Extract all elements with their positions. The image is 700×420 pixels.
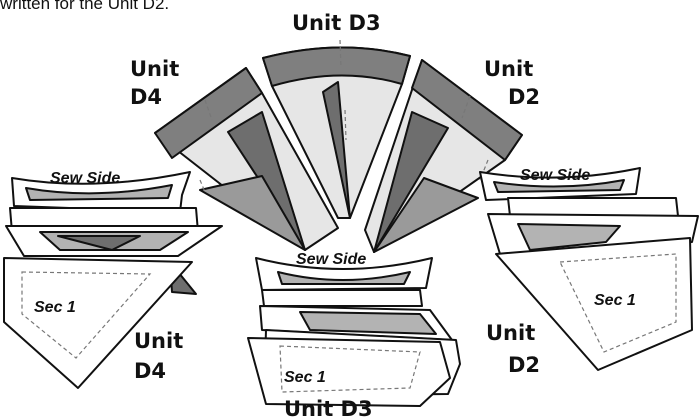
center-sec1-label: Sec 1 [284,369,326,386]
center-strip-3-fill [299,311,437,335]
wedge-d3-seam [339,39,347,141]
left-strip-1 [11,171,191,213]
fan-arc [154,39,523,253]
right-sec1-piece [495,237,693,371]
wedge-d4-lower [199,175,306,251]
right-sec1-label: Sec 1 [594,292,636,309]
unit-d4-top-label-line1: Unit [130,57,179,81]
wedge-d4-seam [199,99,213,193]
unit-d4-bottom-label-line2: D4 [134,359,166,383]
unit-d2-top-label-line2: D2 [508,85,540,109]
stack-center: Sew Side Sec 1 [247,251,461,407]
unit-d2-bottom-label-line2: D2 [508,353,540,377]
wedge-d4 [154,67,339,251]
unit-d2-bottom-label-line1: Unit [486,321,535,345]
right-strip-2 [507,197,679,217]
wedge-d2 [364,59,523,253]
left-strip-1-fill [25,184,173,201]
wedge-d3-spike [322,81,351,219]
center-sec1-piece [247,337,451,407]
center-strip-2 [261,289,423,307]
stack-left: Sew Side Sec 1 [3,170,223,389]
left-sec1-piece [3,257,193,389]
unit-d3-bottom-label: Unit D3 [284,397,373,420]
right-strip-3-fill [517,223,621,251]
center-sec1-seam [279,345,421,393]
stack-right: Sew Side Sec 1 [479,167,699,371]
left-strip-3-dark [57,235,141,251]
wedge-d2-band [411,59,523,161]
right-sec1-seam [559,253,677,353]
center-strip-1-fill [277,271,411,285]
right-strip-1-fill [493,179,625,193]
unit-d2-top-label-line1: Unit [484,57,533,81]
wedge-d4-band [154,67,263,159]
center-sew-side-label: Sew Side [296,251,366,268]
wedge-d3 [262,39,411,219]
unit-d4-bottom-label-line1: Unit [134,329,183,353]
unit-d3-top-label: Unit D3 [292,11,381,35]
wedge-d3-band [262,46,411,87]
wedge-d2-spike [373,111,449,253]
left-sec1-label: Sec 1 [34,299,76,316]
left-sec1-seam [21,271,152,359]
right-sew-side-label: Sew Side [520,167,590,184]
unit-d4-top-label-line2: D4 [130,85,162,109]
caption-text: written for the Unit D2. [0,0,170,13]
wedge-d2-lower [373,177,479,253]
left-sew-side-label: Sew Side [50,170,120,187]
